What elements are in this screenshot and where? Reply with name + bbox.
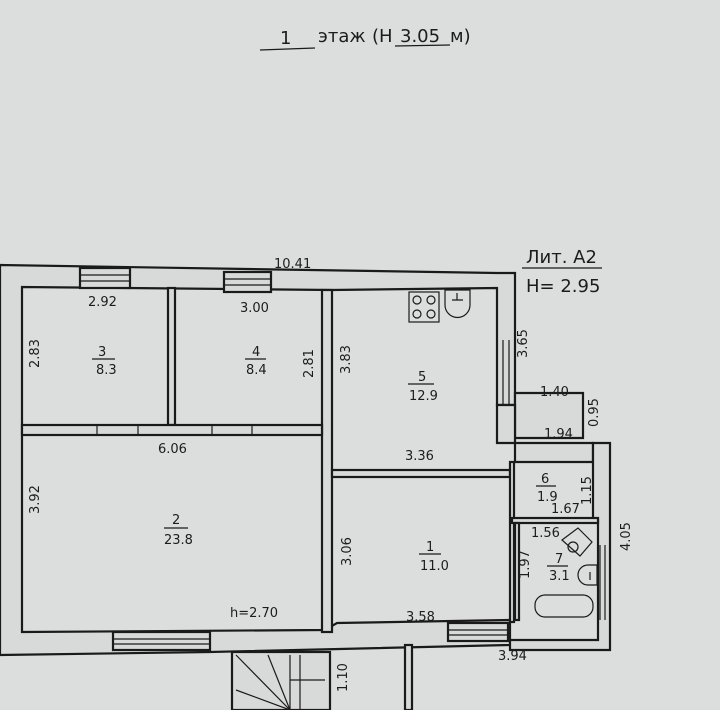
lit-label: Лит. А2 Н= 2.95	[522, 247, 602, 297]
room-6-label: 6 1.9	[536, 472, 558, 505]
staircase	[230, 643, 414, 710]
room-area: 12.9	[409, 389, 438, 404]
dim-room6-bottom: 1.67	[551, 502, 580, 517]
room-7-label: 7 3.1	[547, 552, 570, 584]
bathtub-icon	[534, 594, 594, 618]
room-area: 23.8	[164, 533, 193, 548]
washbasin-icon	[577, 564, 598, 586]
dimension-labels: 10.41 2.92 3.00 2.83 2.81 3.83 3.65 1.40…	[28, 257, 634, 692]
dim-room5-depth: 3.83	[339, 345, 354, 374]
room-labels: 3 8.3 4 8.4 5 12.9 2 23.8 1 11.0 6 1.9	[92, 345, 570, 584]
dim-room7-width: 1.56	[531, 526, 560, 541]
floor-height: 3.05	[400, 26, 440, 47]
room-area: 3.1	[549, 569, 570, 584]
room-3-label: 3 8.3	[92, 345, 117, 378]
dim-a2-side: 4.05	[619, 522, 634, 551]
toilet-icon	[561, 527, 593, 557]
room-area: 8.4	[246, 363, 267, 378]
room-number: 2	[172, 513, 180, 528]
dim-room4-width: 3.00	[240, 301, 269, 316]
walls	[0, 263, 612, 657]
room-number: 4	[252, 345, 260, 360]
floor-header: 1 этаж (Н 3.05 м)	[259, 26, 471, 51]
dim-room1-width: 3.58	[406, 610, 435, 625]
dim-room7-depth: 1.97	[518, 550, 533, 579]
room-area: 11.0	[420, 559, 449, 574]
dim-a2-wall: 3.65	[516, 329, 531, 358]
dim-room5-width: 3.36	[405, 449, 434, 464]
room-number: 1	[426, 540, 434, 555]
room-number: 5	[418, 370, 426, 385]
sink-icon	[444, 289, 471, 319]
height-prefix: (Н	[372, 26, 393, 47]
room-5-label: 5 12.9	[408, 370, 438, 404]
room-2-label: 2 23.8	[164, 513, 193, 548]
dim-porch-depth: 0.95	[587, 398, 602, 427]
dim-porch-width: 1.40	[540, 385, 569, 400]
dim-room6-top: 1.94	[544, 427, 573, 442]
dim-room4-depth: 2.81	[302, 349, 317, 378]
dim-room2-width: 6.06	[158, 442, 187, 457]
room-4-label: 4 8.4	[245, 345, 267, 378]
stove-icon	[408, 291, 440, 323]
floor-number: 1	[280, 28, 291, 49]
dim-stair: 1.10	[336, 663, 351, 692]
room-area: 1.9	[537, 490, 558, 505]
dim-room6-depth: 1.15	[580, 476, 595, 505]
dim-room3-depth: 2.83	[28, 339, 43, 368]
dim-room2-depth: 3.92	[28, 485, 43, 514]
room-number: 6	[541, 472, 549, 487]
dim-a2-bottom: 3.94	[498, 649, 527, 664]
height-unit: м)	[450, 26, 471, 47]
floor-label: этаж	[318, 26, 366, 47]
dim-room1-depth: 3.06	[340, 537, 355, 566]
room-number: 3	[98, 345, 106, 360]
room-number: 7	[555, 552, 563, 567]
lit-name: Лит. А2	[526, 247, 597, 268]
dim-room2-height: h=2.70	[230, 606, 278, 621]
room-area: 8.3	[96, 363, 117, 378]
lit-height: Н= 2.95	[526, 276, 600, 297]
dim-overall-width: 10.41	[274, 257, 311, 272]
room-1-label: 1 11.0	[419, 540, 449, 574]
dim-room3-width: 2.92	[88, 295, 117, 310]
